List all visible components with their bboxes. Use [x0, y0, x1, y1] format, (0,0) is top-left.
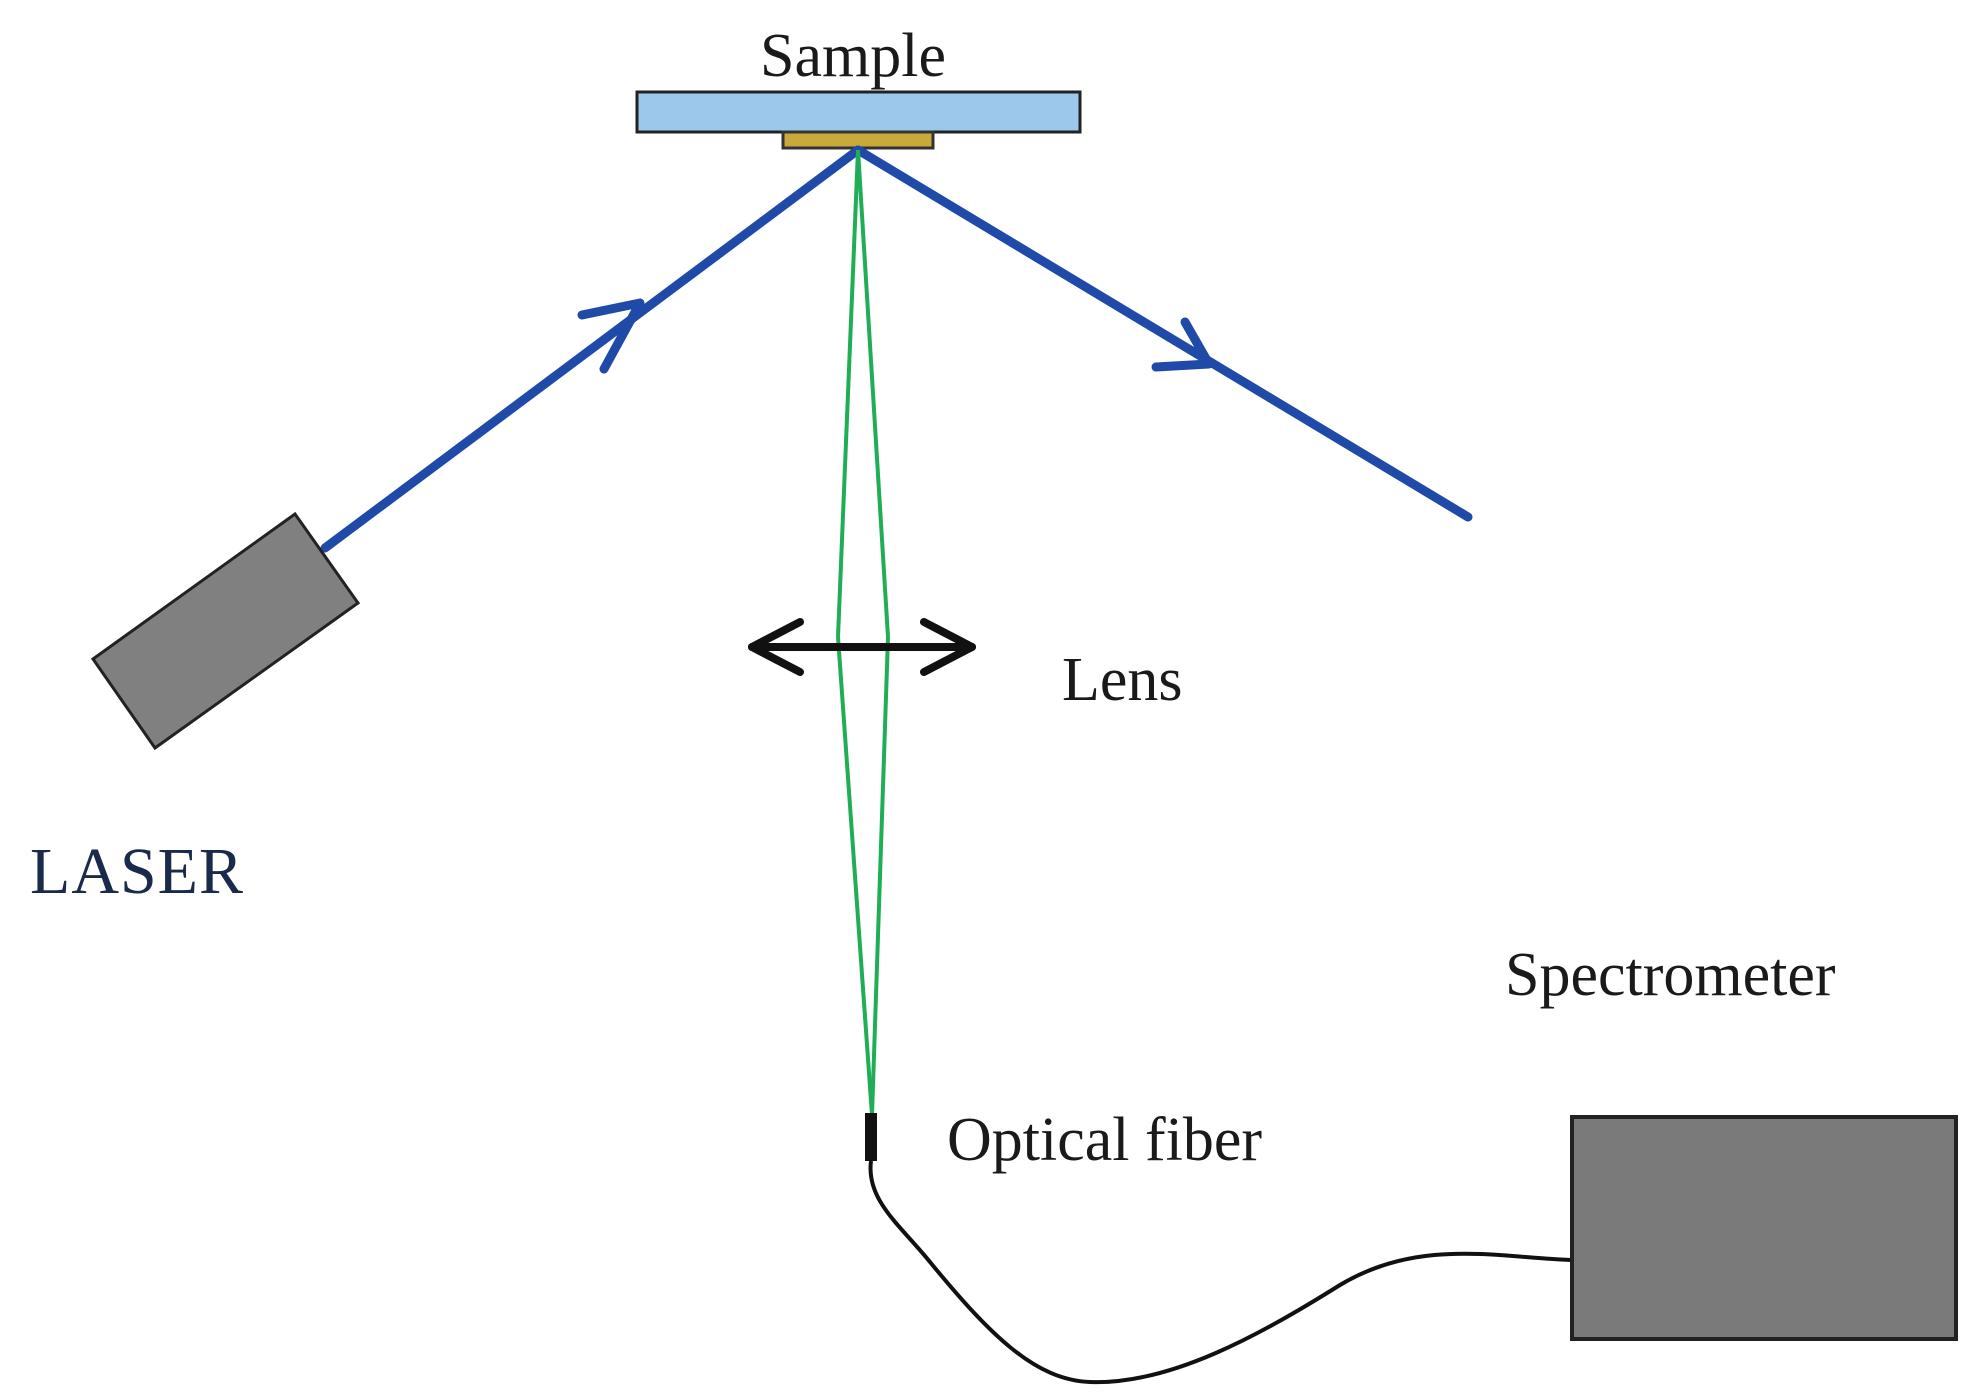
incident-beam-arrowhead [577, 298, 645, 374]
optical-fiber-label: Optical fiber [947, 1106, 1262, 1174]
reflected-laser-beam [853, 145, 1473, 522]
lens-icon [748, 618, 976, 676]
optical-fiber-tip [865, 1113, 877, 1161]
focused-ray-right [870, 636, 890, 1116]
spectrometer-body [1570, 1115, 1958, 1341]
fluorescence-ray-left [836, 149, 860, 638]
reflected-beam-arrowhead [1151, 317, 1214, 372]
laser-label: LASER [30, 835, 244, 908]
focused-ray-left [836, 636, 874, 1116]
optical-fiber-cable [868, 1160, 1573, 1385]
spectrometer-label: Spectrometer [1505, 941, 1836, 1009]
laser-body [90, 511, 361, 751]
incident-laser-beam [320, 145, 863, 553]
sample-substrate [635, 90, 1082, 134]
lens-label: Lens [1062, 646, 1183, 714]
fluorescence-ray-right [856, 149, 890, 638]
sample-label: Sample [760, 22, 946, 90]
